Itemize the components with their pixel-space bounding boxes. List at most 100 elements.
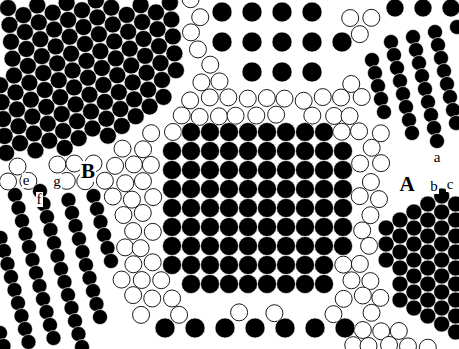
filled-atom	[258, 161, 277, 180]
filled-atom	[315, 142, 334, 161]
filled-atom	[315, 123, 334, 142]
open-atom	[115, 207, 132, 224]
filled-atom	[220, 123, 239, 142]
filled-atom	[449, 116, 459, 131]
filled-atom	[378, 252, 394, 268]
filled-atom	[392, 212, 408, 228]
filled-atom	[0, 339, 11, 349]
filled-atom	[220, 237, 239, 256]
filled-atom	[420, 308, 436, 324]
filled-atom	[420, 196, 436, 212]
filled-atom	[334, 218, 353, 237]
open-atom	[134, 173, 151, 190]
filled-atom	[448, 228, 459, 244]
filled-atom	[448, 196, 459, 212]
filled-atom	[296, 123, 315, 142]
filled-atom	[387, 48, 402, 63]
filled-atom	[277, 142, 296, 161]
filled-atom	[220, 218, 239, 237]
open-atom	[117, 239, 134, 256]
filled-atom	[215, 318, 235, 338]
filled-atom	[182, 256, 201, 275]
filled-atom	[163, 11, 180, 28]
filled-atom	[201, 123, 220, 142]
open-atom	[114, 140, 131, 157]
filled-atom	[93, 215, 108, 230]
filled-atom	[427, 121, 442, 136]
filled-atom	[212, 2, 232, 22]
open-atom	[135, 141, 152, 158]
filled-atom	[406, 236, 422, 252]
filled-atom	[185, 318, 205, 338]
filled-atom	[68, 314, 83, 329]
open-atom	[326, 107, 343, 124]
filled-atom	[315, 256, 334, 275]
open-atom	[125, 223, 142, 240]
filled-atom	[420, 292, 436, 308]
filled-atom	[182, 199, 201, 218]
filled-atom	[239, 256, 258, 275]
filled-atom	[242, 32, 262, 52]
filled-atom	[220, 275, 239, 294]
filled-atom	[448, 292, 459, 308]
open-atom	[193, 74, 210, 91]
filled-atom	[182, 275, 201, 294]
filled-atom	[163, 161, 182, 180]
filled-atom	[167, 62, 184, 79]
filled-atom	[434, 316, 450, 332]
filled-atom	[201, 161, 220, 180]
filled-atom	[164, 28, 181, 45]
open-atom	[210, 108, 227, 125]
filled-atom	[258, 275, 277, 294]
open-atom	[360, 338, 377, 349]
open-atom	[381, 336, 398, 349]
filled-atom	[332, 32, 352, 52]
filled-atom	[93, 310, 108, 325]
filled-atom	[71, 327, 86, 342]
filled-atom	[7, 283, 22, 298]
open-atom	[295, 92, 312, 109]
open-atom	[258, 90, 275, 107]
filled-atom	[275, 318, 295, 338]
filled-atom	[155, 88, 172, 105]
filled-atom	[277, 123, 296, 142]
open-atom	[171, 306, 188, 323]
filled-atom	[296, 161, 315, 180]
filled-atom	[89, 297, 104, 312]
filled-atom	[296, 142, 315, 161]
open-atom	[220, 89, 237, 106]
filled-atom	[54, 262, 69, 277]
filled-atom	[166, 45, 183, 62]
filled-atom	[396, 87, 411, 102]
open-atom	[314, 89, 331, 106]
filled-atom	[220, 142, 239, 161]
filled-atom	[334, 199, 353, 218]
filled-atom	[277, 275, 296, 294]
filled-atom	[220, 161, 239, 180]
filled-atom	[182, 180, 201, 199]
open-atom	[268, 106, 285, 123]
filled-atom	[406, 252, 422, 268]
filled-atom	[420, 212, 436, 228]
filled-atom	[47, 236, 62, 251]
filled-atom	[420, 260, 436, 276]
site-label: e	[22, 173, 31, 188]
open-atom	[125, 287, 142, 304]
filled-atom	[305, 318, 325, 338]
open-atom	[276, 90, 293, 107]
filled-atom	[258, 199, 277, 218]
filled-atom	[201, 180, 220, 199]
filled-atom	[39, 305, 54, 320]
filled-atom	[220, 180, 239, 199]
filled-atom	[392, 276, 408, 292]
filled-atom	[242, 62, 262, 82]
filled-atom	[390, 61, 405, 76]
open-atom	[211, 73, 228, 90]
filled-atom	[97, 228, 112, 243]
filled-atom	[242, 2, 262, 22]
open-atom	[164, 290, 181, 307]
open-atom	[248, 107, 265, 124]
filled-atom	[277, 218, 296, 237]
open-atom	[201, 89, 218, 106]
filled-atom	[430, 134, 445, 149]
